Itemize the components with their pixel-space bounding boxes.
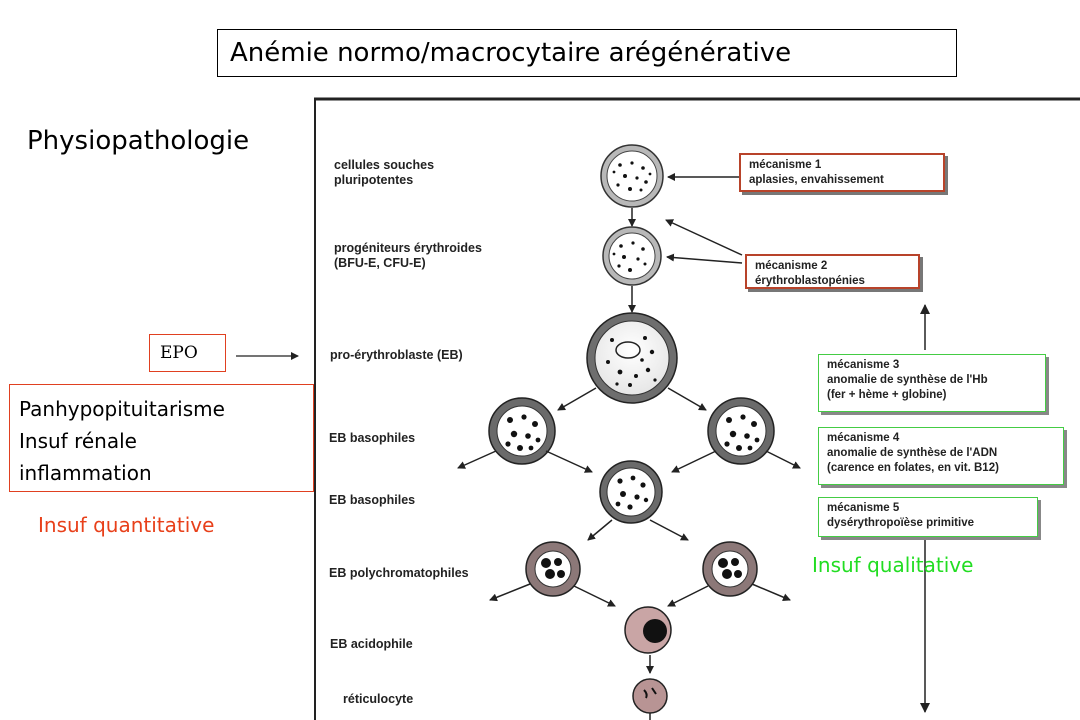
- cell-acidophil: [624, 606, 672, 654]
- stage-label-reticulocyte: réticulocyte: [343, 692, 414, 706]
- cell-stem: [600, 144, 664, 208]
- cause-item: inflammation: [19, 461, 152, 485]
- cell-polychromatophil-right: [702, 541, 758, 597]
- cause-item: Insuf rénale: [19, 429, 137, 453]
- stage-label-polychromatophil: EB polychromatophiles: [329, 566, 469, 580]
- stage-label-basophil-2: EB basophiles: [329, 493, 416, 507]
- cell-polychromatophil-left: [525, 541, 581, 597]
- stage-label-basophil-1: EB basophiles: [329, 431, 416, 445]
- label-insuf-quantitative: Insuf quantitative: [38, 513, 215, 537]
- cell-basophil-right: [707, 397, 775, 465]
- cell-progenitor: [602, 226, 662, 286]
- section-subtitle: Physiopathologie: [27, 126, 250, 156]
- cause-item: Panhypopituitarisme: [19, 397, 225, 421]
- stage-label-acidophil: EB acidophile: [330, 637, 413, 651]
- label-insuf-qualitative: Insuf qualitative: [812, 553, 974, 577]
- stage-label-progenitor: progéniteurs érythroides(BFU-E, CFU-E): [334, 241, 482, 270]
- epo-box: EPO: [149, 334, 226, 372]
- stage-label-proerythroblast: pro-érythroblaste (EB): [330, 348, 463, 362]
- slide-title: Anémie normo/macrocytaire arégénérative: [217, 29, 957, 77]
- cell-reticulocyte: [632, 678, 668, 714]
- cell-basophil-left: [488, 397, 556, 465]
- causes-box: Panhypopituitarisme Insuf rénale inflamm…: [9, 384, 314, 492]
- cell-basophil-second: [599, 460, 663, 524]
- cell-proerythroblast: [586, 312, 678, 404]
